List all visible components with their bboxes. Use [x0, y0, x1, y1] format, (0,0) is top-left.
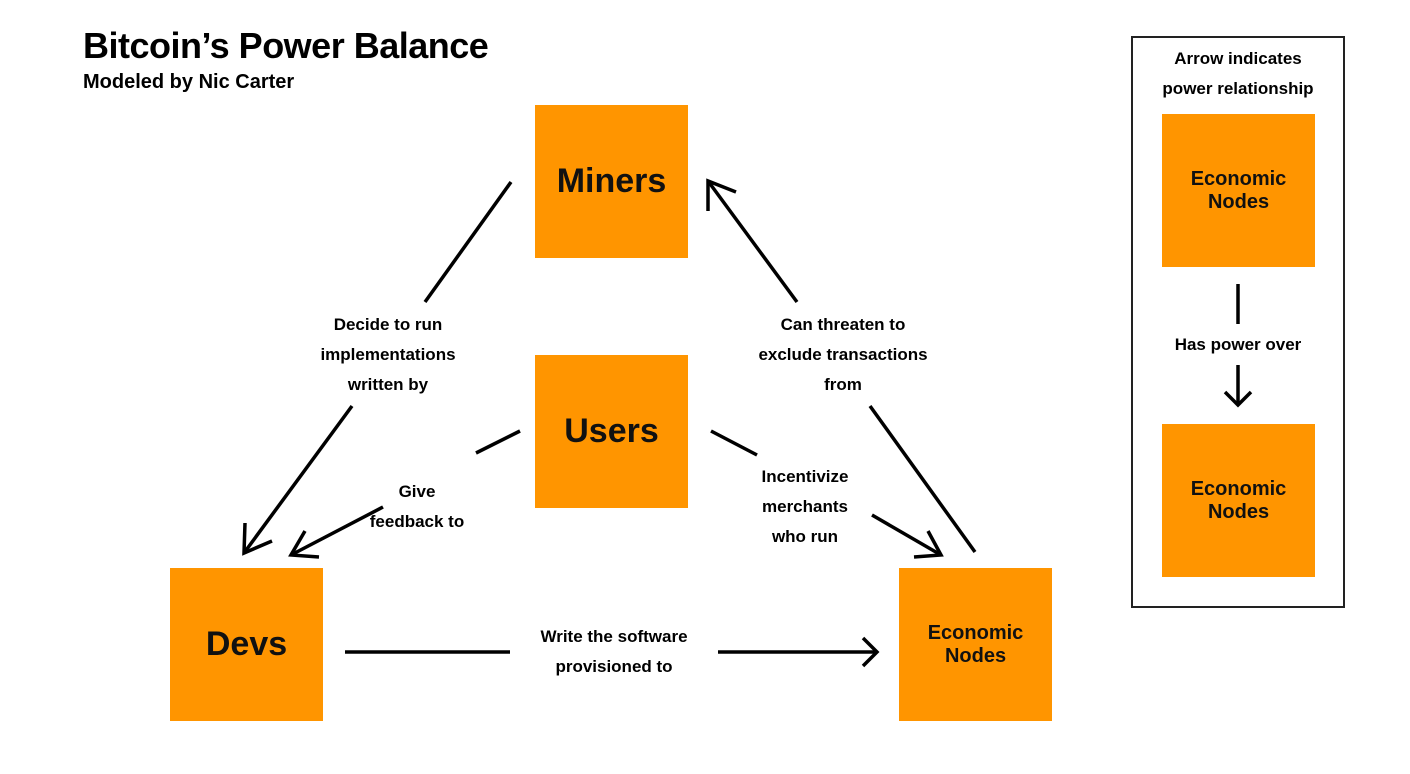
edge-label-economic-miners: Can threaten to exclude transactions fro…	[758, 315, 928, 394]
edge-users-economic-lower	[871, 513, 942, 557]
edge-miners-devs-upper	[423, 180, 513, 304]
edge-users-devs-upper	[475, 429, 521, 455]
node-users: Users	[535, 355, 688, 508]
arrowhead-economic-miners	[706, 178, 737, 211]
edge-economic-miners-lower	[868, 404, 977, 554]
edge-label-users-devs: Give feedback to	[369, 482, 465, 531]
edge-users-devs-lower	[290, 505, 384, 557]
arrowhead-devs-economic	[861, 636, 880, 668]
node-economic-nodes: Economic Nodes	[899, 568, 1052, 721]
edge-users-economic-upper	[710, 429, 758, 457]
legend-node-top: Economic Nodes	[1162, 114, 1315, 267]
edge-economic-miners-upper	[706, 179, 799, 304]
legend-relationship-label: Has power over	[1174, 335, 1302, 354]
diagram-subtitle: Modeled by Nic Carter	[83, 71, 295, 93]
legend-node-bottom: Economic Nodes	[1162, 424, 1315, 577]
node-devs: Devs	[170, 568, 323, 721]
node-miners: Miners	[535, 105, 688, 258]
arrowhead-miners-devs	[242, 522, 273, 556]
arrowhead-users-economic	[913, 530, 944, 559]
legend-arrowhead	[1223, 390, 1253, 408]
arrowhead-users-devs	[288, 530, 320, 559]
edge-label-users-economic: Incentivize merchants who run	[761, 467, 849, 546]
legend-title: Arrow indicates power relationship	[1162, 49, 1314, 98]
edge-label-miners-devs: Decide to run implementations written by	[320, 315, 456, 394]
diagram-title: Bitcoin’s Power Balance	[83, 25, 489, 66]
edge-label-devs-economic: Write the software provisioned to	[540, 627, 688, 676]
legend-box	[1131, 36, 1345, 608]
edge-miners-devs-lower	[242, 404, 354, 555]
